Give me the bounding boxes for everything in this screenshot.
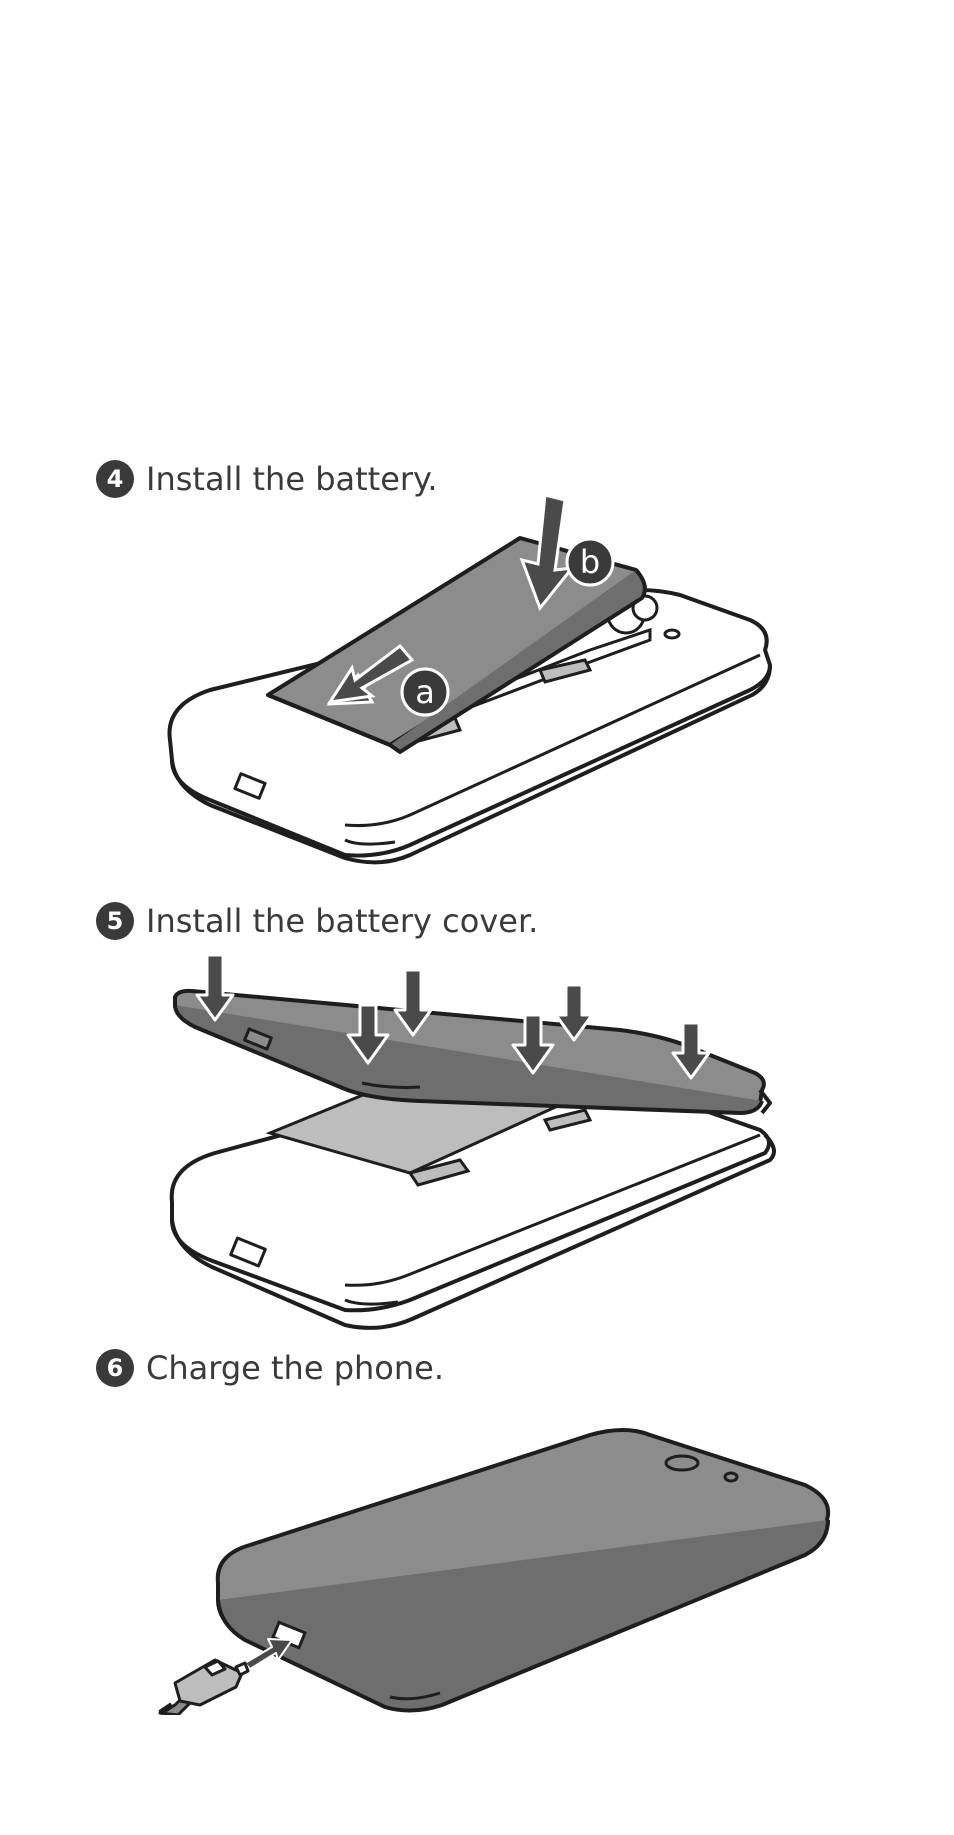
step-6: 6 Charge the phone. [96, 1348, 444, 1388]
arrow-down-icon [519, 493, 576, 611]
callout-b: b [565, 537, 615, 587]
callout-a: a [400, 667, 450, 717]
battery-cover-illustration [169, 955, 776, 1330]
step-4-number: 4 [96, 460, 134, 498]
battery-cover-icon [173, 988, 772, 1115]
arrow-left-icon [326, 643, 415, 706]
callout-a-label: a [415, 673, 435, 711]
arrow-down-icon [195, 955, 711, 1080]
step-5-label: Install the battery cover. [146, 902, 539, 940]
battery-install-illustration: a b [167, 493, 772, 865]
step-4-label: Install the battery. [146, 460, 438, 498]
callout-b-label: b [580, 543, 600, 581]
step-6-label: Charge the phone. [146, 1349, 444, 1387]
phone-icon [215, 1428, 831, 1713]
charge-phone-illustration [158, 1428, 831, 1715]
usb-cable-icon [158, 1658, 250, 1715]
step-5-number: 5 [96, 902, 134, 940]
step-5: 5 Install the battery cover. [96, 901, 538, 941]
step-6-number: 6 [96, 1349, 134, 1387]
arrow-right-icon [244, 1638, 293, 1670]
phone-body-icon [169, 1058, 776, 1330]
step-4: 4 Install the battery. [96, 459, 438, 499]
